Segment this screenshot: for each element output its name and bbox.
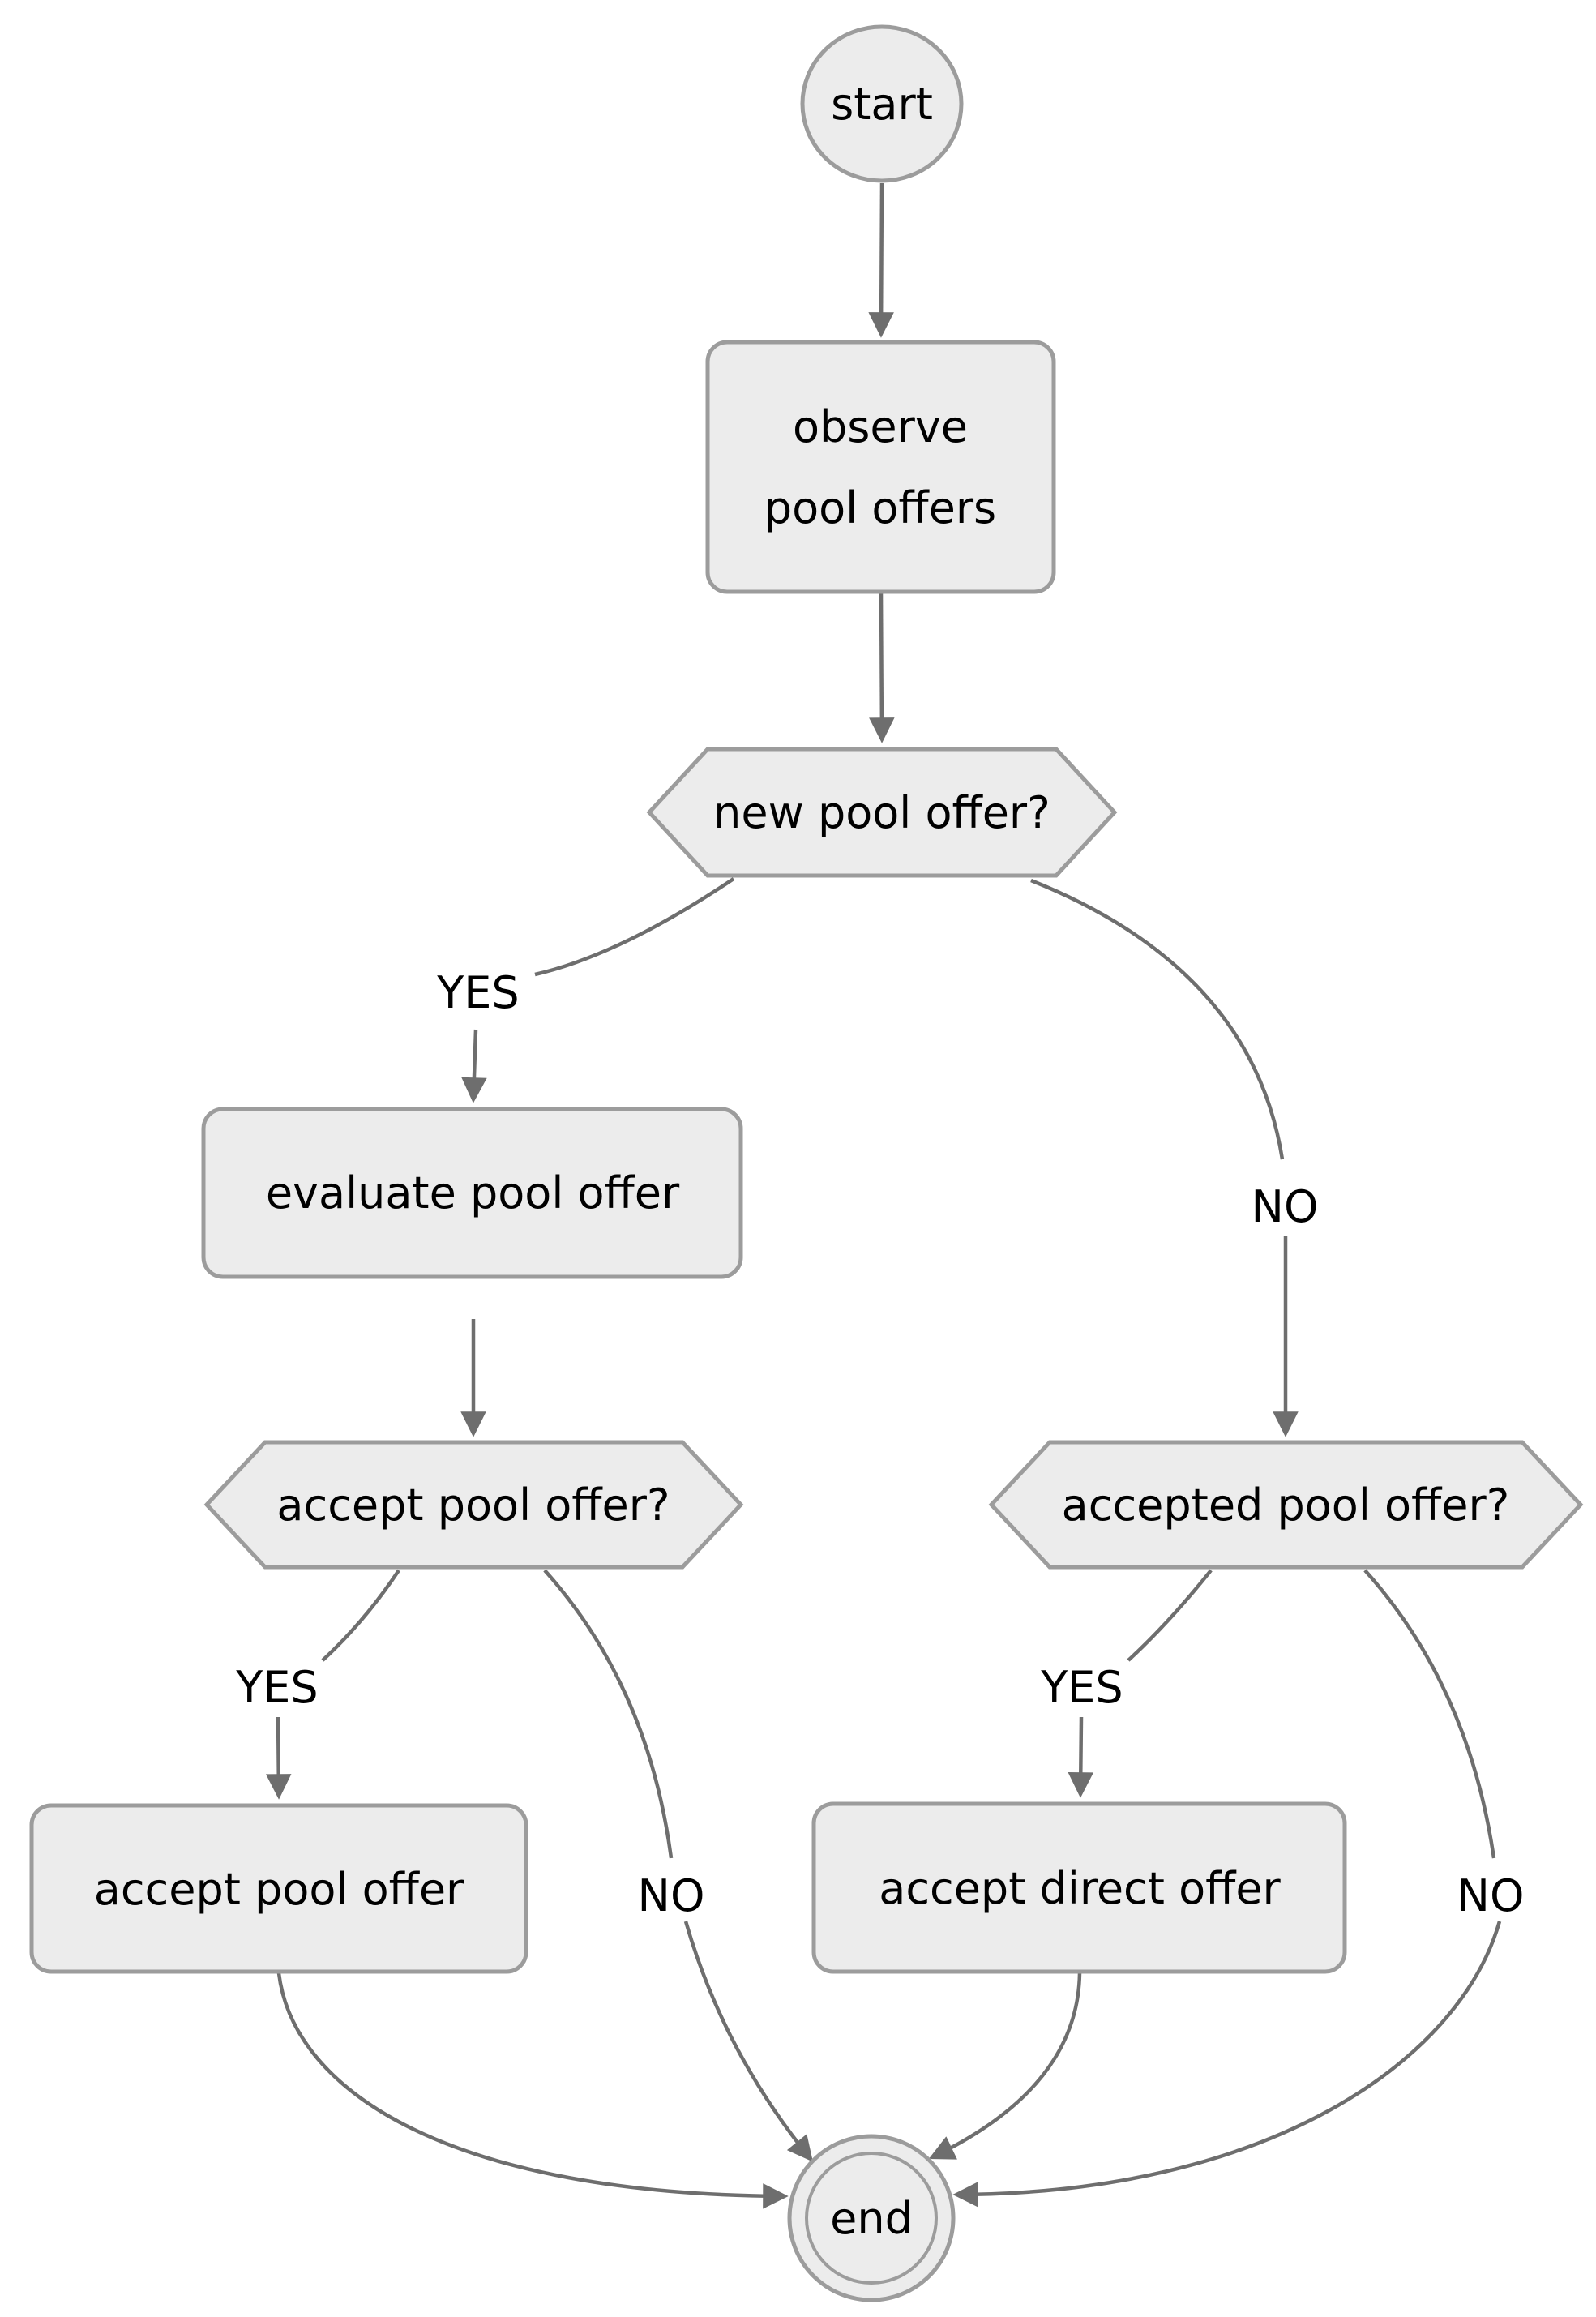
accept-pool-offer-label: accept pool offer: [94, 1864, 464, 1915]
edge-acceptpool-no-leg: [543, 1569, 674, 1859]
node-observe-pool-offers: observe pool offers: [705, 340, 1056, 594]
edge-newpool-yes-leg: [534, 877, 735, 977]
end-outer-circle: [787, 2134, 956, 2302]
observe-box: [705, 340, 1056, 594]
new-pool-offer-hexagon: [646, 747, 1118, 878]
edge-acceptpoolbox-to-end: [276, 1972, 789, 2209]
label-new-pool-yes: YES: [436, 967, 519, 1018]
edge-acceptedpool-no-leg: [1363, 1569, 1496, 1859]
observe-label-line2: pool offers: [764, 482, 996, 533]
new-pool-offer-label: new pool offer?: [713, 787, 1050, 838]
node-evaluate-pool-offer: evaluate pool offer: [201, 1107, 743, 1279]
edge-acceptdirectbox-to-end: [928, 1972, 1082, 2160]
observe-label-line1: observe: [793, 401, 968, 452]
edge-acceptpool-yes-leg: [321, 1569, 400, 1662]
label-accepted-pool-yes: YES: [1040, 1662, 1123, 1713]
node-new-pool-offer-decision: new pool offer?: [646, 747, 1118, 878]
evaluate-box: [201, 1107, 743, 1279]
accept-direct-offer-label: accept direct offer: [879, 1863, 1281, 1914]
accept-pool-offer-hexagon: [203, 1440, 744, 1570]
edge-labels: YES NO YES NO YES NO: [235, 967, 1524, 1921]
edge-start-to-observe: [868, 182, 894, 338]
node-end: end: [787, 2134, 956, 2302]
edge-acceptpool-no-to-end: [683, 1921, 813, 2162]
edge-observe-to-newpool: [869, 593, 895, 743]
end-inner-circle: [805, 2152, 938, 2285]
node-accept-direct-offer-action: accept direct offer: [811, 1801, 1347, 1974]
label-new-pool-no: NO: [1252, 1181, 1319, 1232]
edge-yes-to-acceptpoolbox: [265, 1716, 292, 1800]
accept-pool-offer-q-label: accept pool offer?: [276, 1480, 670, 1531]
accepted-pool-offer-q-label: accepted pool offer?: [1062, 1480, 1510, 1531]
label-accept-pool-yes: YES: [235, 1662, 318, 1713]
start-label: start: [831, 79, 933, 130]
edge-acceptedpool-yes-leg: [1127, 1569, 1213, 1662]
edges: [265, 182, 1502, 2209]
node-start: start: [800, 24, 964, 183]
label-accept-pool-no: NO: [638, 1870, 705, 1921]
label-accepted-pool-no: NO: [1457, 1870, 1525, 1921]
accept-direct-offer-box: [811, 1801, 1347, 1974]
node-accept-pool-offer-decision: accept pool offer?: [203, 1440, 744, 1570]
evaluate-label: evaluate pool offer: [266, 1167, 680, 1218]
edge-yes-to-acceptdirectbox: [1068, 1716, 1094, 1798]
edge-yes-to-evaluate: [461, 1029, 487, 1103]
start-ellipse: [800, 24, 964, 183]
node-accept-pool-offer-action: accept pool offer: [29, 1803, 528, 1974]
accept-pool-offer-box: [29, 1803, 528, 1974]
accepted-pool-offer-hexagon: [988, 1440, 1584, 1570]
end-label: end: [830, 2193, 913, 2244]
edge-newpool-no-leg: [1030, 878, 1285, 1160]
edge-acceptedpool-no-to-end: [952, 1921, 1502, 2208]
node-accepted-pool-offer-decision: accepted pool offer?: [988, 1440, 1584, 1570]
